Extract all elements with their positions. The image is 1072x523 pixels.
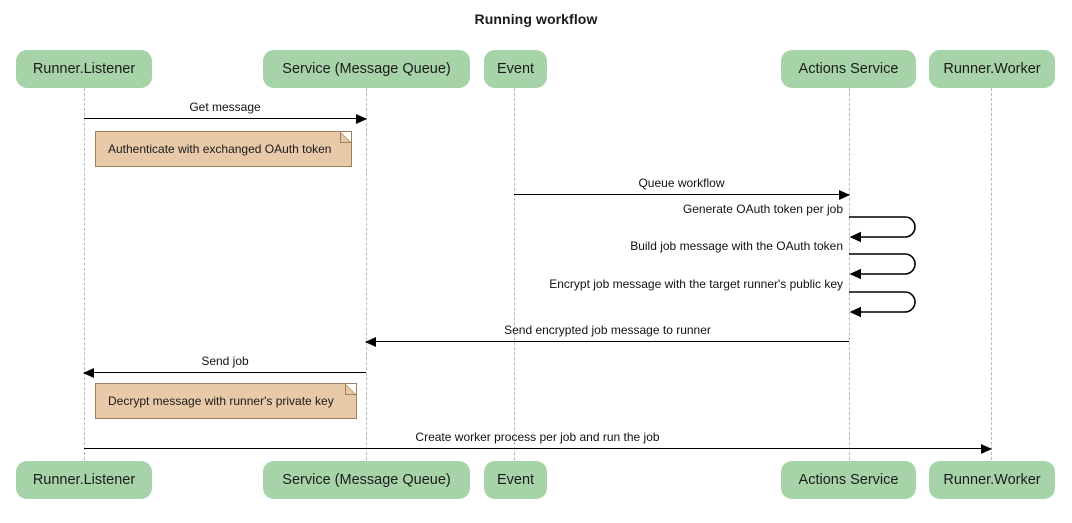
lifeline-runner-listener: [84, 88, 85, 460]
note-text: Decrypt message with runner's private ke…: [108, 394, 334, 408]
lifeline-service-message-queue: [366, 88, 367, 460]
arrowhead-left-icon: [83, 367, 94, 378]
note-authenticate: Authenticate with exchanged OAuth token: [95, 131, 352, 167]
participant-label: Runner.Listener: [32, 61, 136, 77]
participant-runner-worker-top[interactable]: Runner.Worker: [929, 50, 1055, 88]
self-message-encrypt-job-message[interactable]: Encrypt job message with the target runn…: [549, 277, 921, 318]
message-line: [84, 448, 991, 449]
participant-label: Runner.Listener: [32, 472, 136, 488]
participant-runner-listener-bottom[interactable]: Runner.Listener: [16, 461, 152, 499]
note-text: Authenticate with exchanged OAuth token: [108, 142, 332, 156]
participant-actions-service-bottom[interactable]: Actions Service: [781, 461, 916, 499]
message-line: [366, 341, 849, 342]
lifeline-runner-worker: [991, 88, 992, 460]
message-label: Send job: [201, 354, 249, 368]
arrowhead-right-icon: [839, 189, 850, 200]
self-message-generate-oauth-token[interactable]: Generate OAuth token per job: [683, 202, 921, 243]
message-line: [514, 194, 849, 195]
lifeline-event: [514, 88, 515, 460]
participant-label: Service (Message Queue): [282, 472, 451, 488]
participant-label: Event: [496, 472, 535, 488]
participant-event-top[interactable]: Event: [484, 50, 547, 88]
self-message-build-job-message[interactable]: Build job message with the OAuth token: [630, 239, 921, 280]
message-line: [84, 372, 366, 373]
note-fold-icon: [340, 132, 351, 143]
message-label: Send encrypted job message to runner: [504, 323, 711, 337]
participant-label: Runner.Worker: [943, 61, 1041, 77]
participant-event-bottom[interactable]: Event: [484, 461, 547, 499]
participant-service-message-queue-bottom[interactable]: Service (Message Queue): [263, 461, 470, 499]
participant-label: Event: [496, 61, 535, 77]
participant-runner-worker-bottom[interactable]: Runner.Worker: [929, 461, 1055, 499]
self-message-label: Build job message with the OAuth token: [630, 239, 843, 253]
participant-label: Service (Message Queue): [282, 61, 451, 77]
note-decrypt: Decrypt message with runner's private ke…: [95, 383, 357, 419]
participant-label: Runner.Worker: [943, 472, 1041, 488]
diagram-title: Running workflow: [474, 11, 598, 27]
message-label: Get message: [189, 100, 261, 114]
message-label: Create worker process per job and run th…: [415, 430, 660, 444]
participant-label: Actions Service: [798, 472, 899, 488]
self-message-label: Encrypt job message with the target runn…: [549, 277, 843, 291]
arrowhead-right-icon: [981, 443, 992, 454]
participant-actions-service-top[interactable]: Actions Service: [781, 50, 916, 88]
participant-label: Actions Service: [798, 61, 899, 77]
participant-service-message-queue-top[interactable]: Service (Message Queue): [263, 50, 470, 88]
message-label: Queue workflow: [638, 176, 725, 190]
self-message-label: Generate OAuth token per job: [682, 202, 843, 216]
participant-runner-listener-top[interactable]: Runner.Listener: [16, 50, 152, 88]
message-line: [84, 118, 366, 119]
arrowhead-left-icon: [365, 336, 376, 347]
note-fold-icon: [345, 384, 356, 395]
arrowhead-right-icon: [356, 113, 367, 124]
